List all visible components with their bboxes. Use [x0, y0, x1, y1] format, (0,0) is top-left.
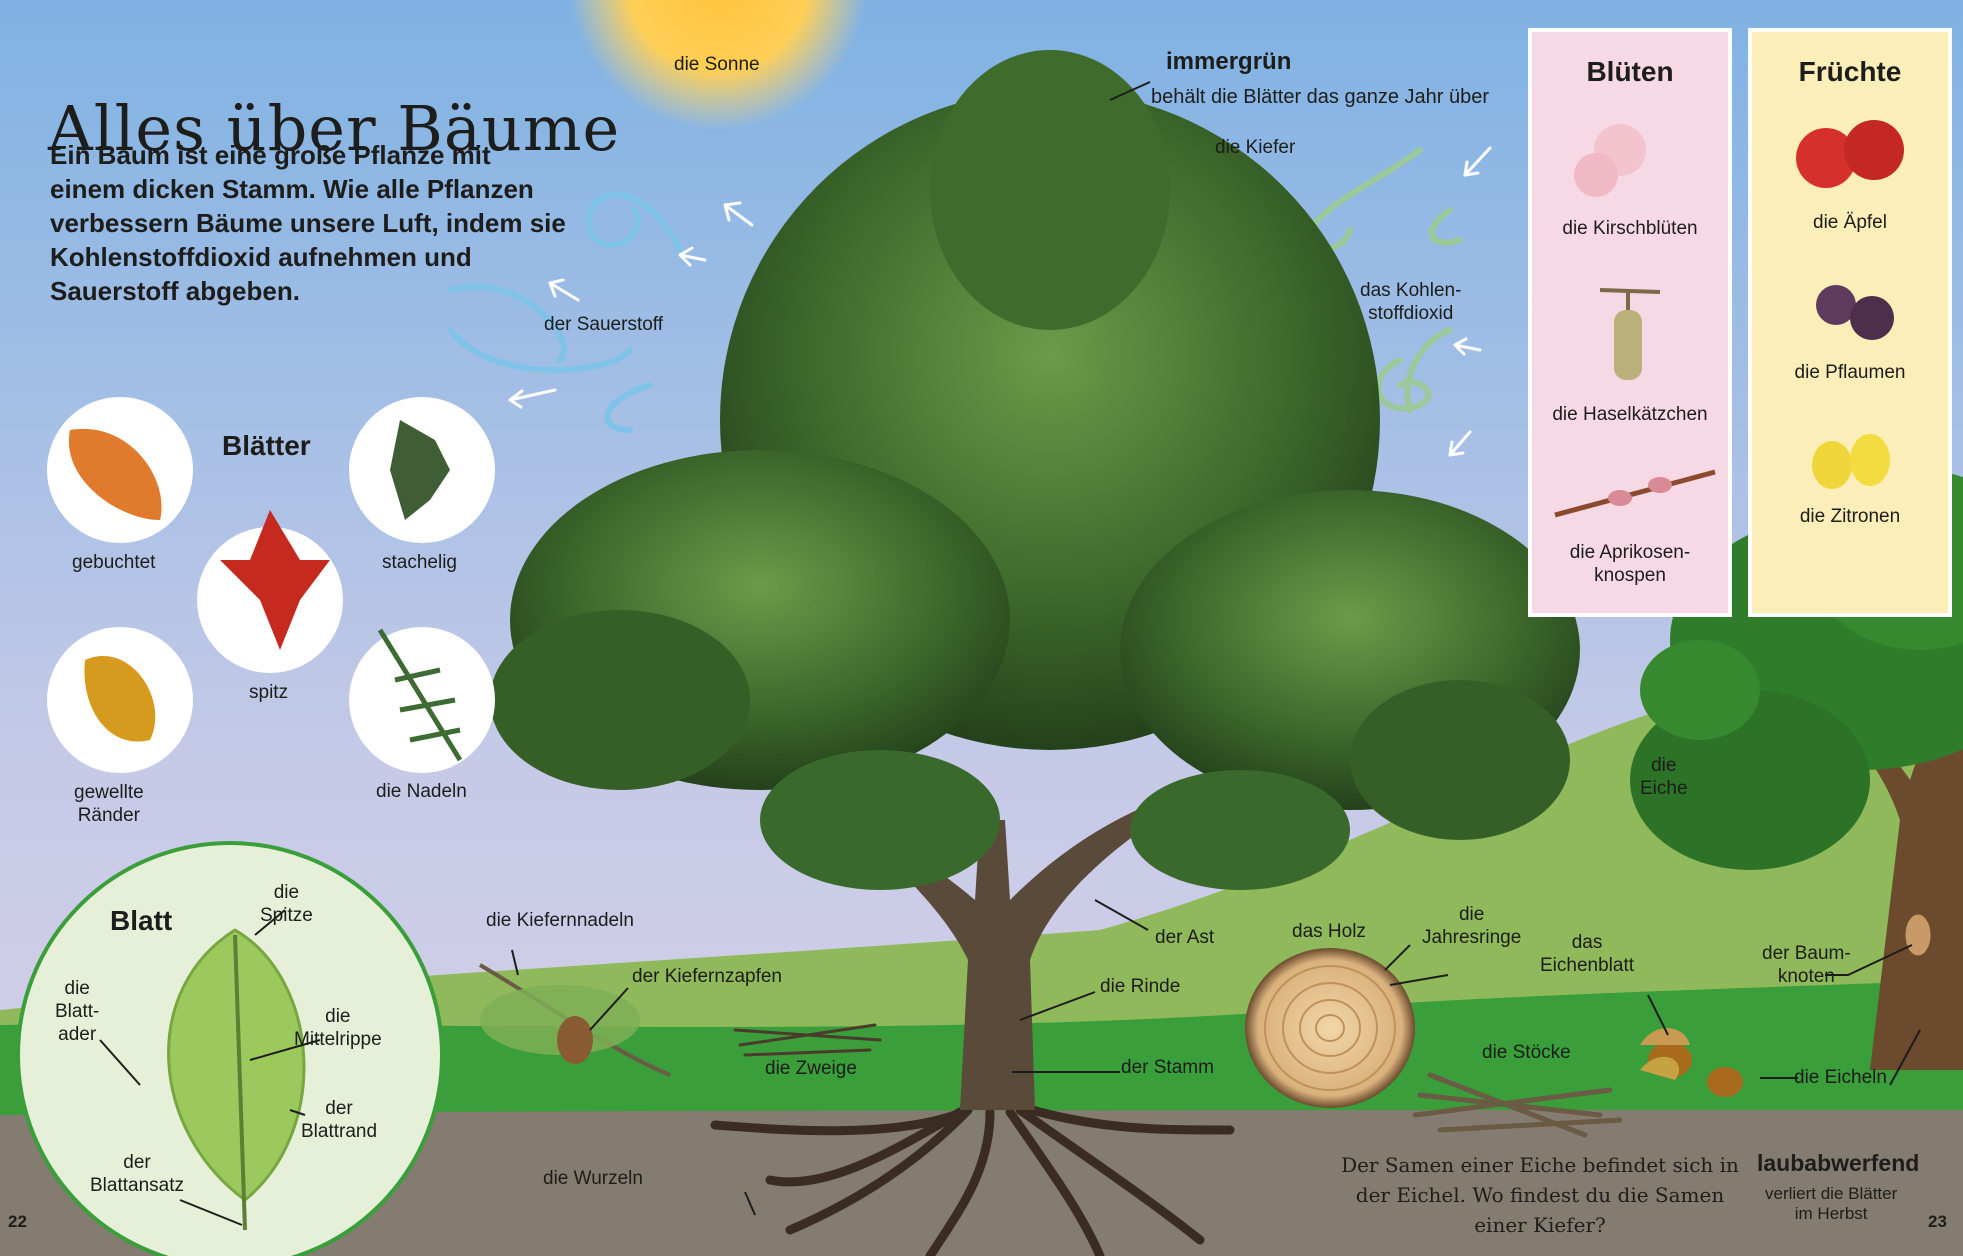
sun-label: die Sonne [674, 54, 760, 75]
pine-cone-label: der Kiefernzapfen [632, 966, 782, 987]
branch-label: der Ast [1155, 927, 1215, 948]
blossom-cherry-label: die Kirschblüten [1562, 218, 1698, 239]
twigs-label: die Zweige [765, 1058, 857, 1079]
leaf-midrib-label: die Mittelrippe [294, 1006, 382, 1050]
sun [569, 0, 867, 130]
fruit-panel-frame: Früchte die Äpfel die Pflaumen die Zitro… [1748, 28, 1952, 617]
leaf-shapes [68, 420, 463, 762]
leaf-margin-label: der Blattrand [301, 1098, 378, 1142]
leaf-diagram-heading: Blatt [110, 905, 173, 936]
pine-canopy [490, 50, 1580, 890]
co2-label: das Kohlen- stoffdioxid [1360, 280, 1462, 324]
fruit-panel-title: Früchte [1798, 56, 1902, 87]
fruit-apples-label: die Äpfel [1813, 212, 1887, 233]
deciduous-title: laubabwerfend [1757, 1150, 1920, 1176]
fruit-images [1796, 120, 1904, 489]
leader-lines [99, 81, 1921, 1226]
blossom-apricot-label: die Aprikosen- knospen [1569, 542, 1691, 586]
deciduous-description: verliert die Blätter im Herbst [1765, 1184, 1898, 1224]
oak-name-label: die Eiche [1640, 755, 1688, 799]
twigs [733, 1023, 882, 1057]
leaf-label-spiky: stachelig [382, 552, 457, 573]
tree-knot-label: der Baum- knoten [1762, 943, 1851, 987]
blossom-panel-title: Blüten [1586, 56, 1674, 87]
blossom-images [1554, 124, 1716, 518]
bark-label: die Rinde [1100, 976, 1181, 997]
page-title: Alles über Bäume [48, 91, 621, 165]
leaf-base-label: der Blattansatz [90, 1152, 184, 1196]
blossom-hazel-label: die Haselkätzchen [1552, 404, 1708, 425]
fruit-panel [1750, 30, 1950, 615]
soil [0, 1110, 1963, 1256]
trunk-label: der Stamm [1121, 1057, 1214, 1078]
leaf-diagram-circle [16, 841, 444, 1256]
oxygen-swirls [447, 192, 683, 433]
intro-text: Ein Baum ist eine große Pflanze mit eine… [50, 140, 566, 306]
acorns [1640, 1028, 1743, 1097]
leaf-label-wavy: gewellte Ränder [74, 782, 144, 826]
sticks-label: die Stöcke [1482, 1042, 1571, 1063]
pine-roots [710, 1103, 1235, 1256]
blossom-panel-frame: Blüten die Kirschblüten die Haselkätzche… [1528, 28, 1732, 617]
pine-name-label: die Kiefer [1215, 137, 1296, 158]
page-number-left: 22 [8, 1212, 27, 1231]
pine-needles-label: die Kiefernnadeln [486, 910, 634, 931]
evergreen-description: behält die Blätter das ganze Jahr über [1151, 86, 1489, 108]
leaf-label-needles: die Nadeln [376, 781, 467, 802]
oak-leaf-label: das Eichenblatt [1540, 932, 1635, 976]
quiz-question: Der Samen einer Eiche befindet sich in d… [1341, 1153, 1739, 1237]
leaf-label-lobed: gebuchtet [72, 552, 156, 573]
fruit-lemons-label: die Zitronen [1799, 506, 1901, 527]
roots-label: die Wurzeln [543, 1168, 643, 1189]
page-number-right: 23 [1928, 1212, 1947, 1231]
fruit-plums-label: die Pflaumen [1794, 362, 1906, 383]
tree-rings-label: die Jahresringe [1422, 904, 1522, 948]
wood-label: das Holz [1292, 921, 1366, 942]
sticks [1412, 1072, 1623, 1138]
leaves-heading: Blätter [222, 430, 311, 461]
leaf-vein-label: die Blatt- ader [55, 978, 100, 1045]
evergreen-title: immergrün [1166, 48, 1292, 75]
wood-slice [1245, 948, 1415, 1108]
leaf-tip-label: die Spitze [260, 882, 313, 926]
pine-needle-branch [478, 963, 671, 1077]
oxygen-arrows [508, 201, 754, 409]
oxygen-label: der Sauerstoff [544, 314, 664, 335]
leaf-label-pointed: spitz [249, 682, 289, 703]
acorns-label: die Eicheln [1794, 1067, 1887, 1088]
